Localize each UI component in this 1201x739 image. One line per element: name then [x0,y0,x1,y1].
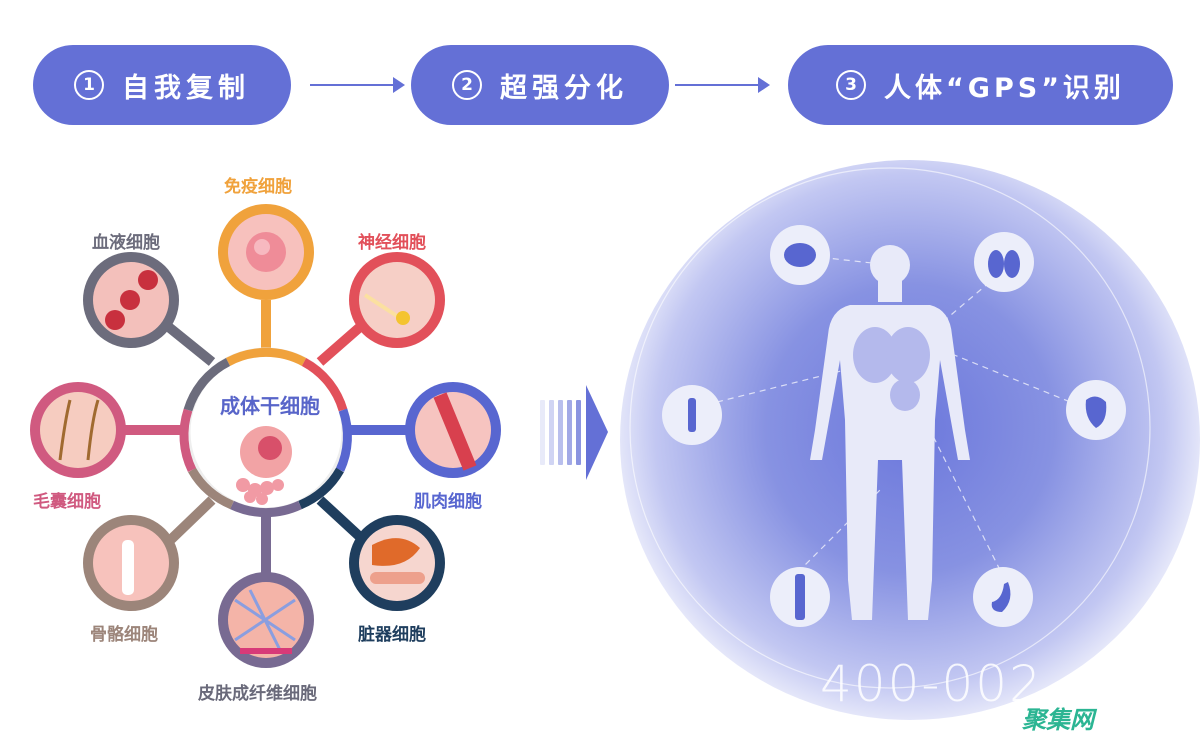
organ-cell-bubble [349,515,445,611]
step-number: 1 [74,70,104,100]
knee-joint-icon [770,567,830,627]
bone-cell-bubble [83,515,179,611]
step-2-differentiation: 2 超强分化 [411,45,669,125]
lungs-icon [974,232,1034,292]
organ-cell-label: 脏器细胞 [358,625,426,645]
muscle-cell-bubble [405,382,501,478]
heart-icon [1066,380,1126,440]
step-label: 自我复制 [122,72,250,104]
step-1-self-replication: 1 自我复制 [33,45,291,125]
arrow-step1-to-step2 [310,77,405,93]
step-label: 人体“GPS”识别 [884,72,1125,104]
immune-cell-bubble [218,204,314,300]
step-label: 超强分化 [500,72,628,104]
skin-fibroblast-bubble [218,572,314,668]
step-number: 3 [836,70,867,100]
step-3-gps-recognition: 3 人体“GPS”识别 [788,45,1173,125]
hair-follicle-bubble [30,382,126,478]
brain-icon [770,225,830,285]
bone-icon [662,385,722,445]
stomach-icon [973,567,1033,627]
skin-fibroblast-label: 皮肤成纤维细胞 [198,684,317,704]
step-number: 2 [452,70,482,100]
nerve-cell-label: 神经细胞 [358,233,426,253]
blood-cell-bubble [83,252,179,348]
watermark-logo: 聚集网 [1022,706,1094,734]
arrow-step2-to-step3 [675,77,770,93]
bone-cell-label: 骨骼细胞 [90,625,158,645]
hair-follicle-label: 毛囊细胞 [33,492,101,512]
adult-stem-cell-label: 成体干细胞 [220,394,320,418]
muscle-cell-label: 肌肉细胞 [414,492,482,512]
blood-cell-label: 血液细胞 [92,233,160,253]
nerve-cell-bubble [349,252,445,348]
phone-number-text: 400-002 [820,655,1043,713]
cell-differentiation-diagram [30,204,501,668]
immune-cell-label: 免疫细胞 [224,177,292,197]
body-map [629,167,1151,689]
